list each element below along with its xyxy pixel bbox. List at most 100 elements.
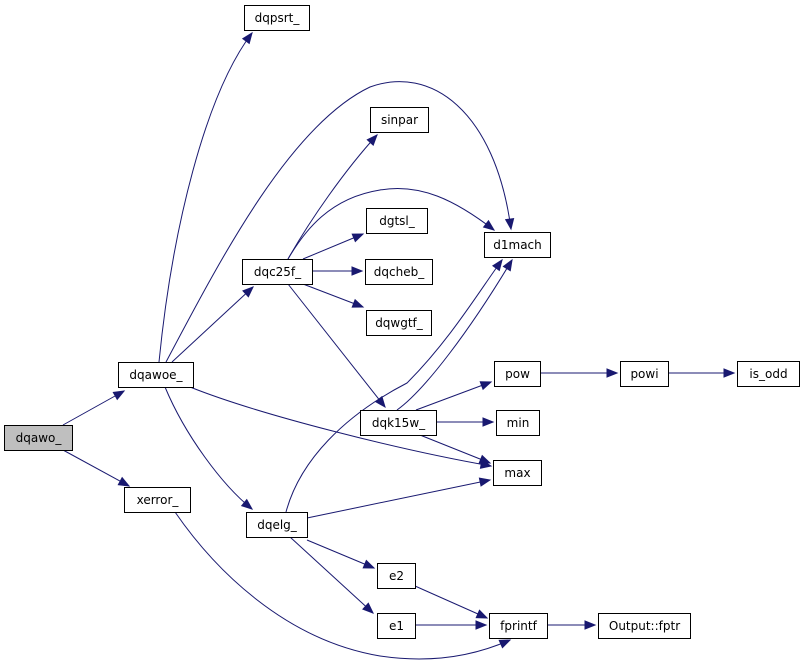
edge-dqk15w-to-d1mach [396, 258, 513, 411]
edge-dqc25f-to-d1mach [287, 187, 496, 260]
edge-dqk15w-to-pow [415, 381, 493, 411]
node-label: pow [505, 367, 530, 381]
edge-line [174, 511, 511, 660]
edge-line [419, 434, 491, 464]
node-label: dqwgtf_ [375, 316, 424, 330]
edge-dqawo-to-xerror [62, 449, 131, 487]
node-label: Output::fptr [609, 619, 680, 633]
arrowhead [482, 417, 495, 427]
node-box [489, 613, 548, 639]
node-label: powi [630, 367, 658, 381]
node-label: d1mach [493, 238, 542, 252]
edge-dqc25f-to-sinpar [287, 134, 378, 260]
node-min[interactable]: min [496, 410, 540, 436]
edge-line [165, 81, 512, 363]
node-box [244, 5, 310, 31]
edge-line [302, 233, 364, 260]
arrowhead [606, 368, 619, 378]
node-label: xerror_ [137, 493, 180, 507]
edge-powi-to-is_odd [668, 368, 736, 378]
edge-line [302, 283, 364, 308]
node-label: dqk15w_ [372, 416, 426, 430]
node-dgtsl[interactable]: dgtsl_ [366, 208, 428, 234]
edge-dqc25f-to-dgtsl [302, 233, 365, 260]
arrowhead [475, 609, 489, 619]
edge-dqc25f-to-dqcheb [312, 266, 364, 276]
node-box [4, 425, 73, 451]
edge-line [62, 449, 130, 487]
node-box [494, 361, 541, 387]
node-e2[interactable]: e2 [377, 563, 416, 589]
arrowhead [366, 134, 378, 146]
node-label: dgtsl_ [379, 214, 416, 228]
node-box [377, 563, 416, 589]
node-label: is_odd [749, 367, 787, 381]
node-box [365, 259, 433, 285]
edge-dqawoe-to-dqelg [164, 386, 254, 510]
arrowhead [351, 266, 364, 276]
node-fptr[interactable]: Output::fptr [598, 613, 691, 639]
arrowhead [117, 476, 131, 487]
edge-dqelg-to-max [306, 477, 492, 519]
node-label: max [504, 466, 530, 480]
node-label: e1 [389, 619, 404, 633]
node-box [370, 107, 429, 133]
edge-dqawoe-to-d1mach [165, 81, 515, 363]
node-powi[interactable]: powi [620, 361, 669, 387]
node-pow[interactable]: pow [494, 361, 541, 387]
arrowhead [502, 258, 513, 272]
node-box [366, 208, 428, 234]
edge-line [306, 479, 491, 519]
edge-dqc25f-to-dqwgtf [302, 283, 365, 308]
node-fprintf[interactable]: fprintf [489, 613, 548, 639]
edge-e2-to-fprintf [414, 585, 489, 619]
edge-line [62, 390, 125, 426]
edge-line [285, 259, 503, 513]
node-is_odd[interactable]: is_odd [737, 361, 800, 387]
edge-dqawo-to-dqawoe [62, 390, 126, 426]
arrowhead [242, 286, 254, 298]
edge-pow-to-powi [540, 368, 619, 378]
node-dqc25f[interactable]: dqc25f_ [242, 259, 313, 285]
node-max[interactable]: max [493, 460, 542, 486]
arrowhead [478, 477, 492, 487]
edge-dqelg-to-d1mach [285, 258, 503, 513]
node-sinpar[interactable]: sinpar [370, 107, 429, 133]
edge-line [414, 585, 488, 619]
node-box [598, 613, 691, 639]
edges-layer [62, 31, 736, 660]
node-label: min [507, 416, 530, 430]
nodes-layer: dqawo_ dqawoe_ xerror_ dqpsrt_sinpar dqc25f_… [4, 5, 800, 639]
node-box [484, 232, 551, 258]
arrowhead [112, 390, 126, 401]
node-dqawoe[interactable]: dqawoe_ [118, 362, 194, 388]
node-e1[interactable]: e1 [377, 613, 416, 639]
edge-line [289, 536, 374, 614]
node-label: dqc25f_ [254, 265, 302, 279]
node-box [620, 361, 669, 387]
node-dqawo[interactable]: dqawo_ [4, 425, 73, 451]
node-dqk15w[interactable]: dqk15w_ [360, 410, 437, 436]
edge-line [158, 32, 253, 363]
node-box [737, 361, 800, 387]
node-dqpsrt[interactable]: dqpsrt_ [244, 5, 310, 31]
edge-dqc25f-to-dqk15w [287, 283, 386, 409]
node-dqelg[interactable]: dqelg_ [246, 512, 308, 538]
node-label: sinpar [381, 113, 418, 127]
node-label: dqawo_ [16, 431, 63, 445]
node-dqcheb[interactable]: dqcheb_ [365, 259, 433, 285]
node-box [246, 512, 308, 538]
node-label: dqelg_ [257, 518, 298, 532]
node-label: dqawoe_ [129, 368, 183, 382]
node-box [493, 460, 542, 486]
arrowhead [362, 602, 374, 614]
node-box [366, 310, 432, 336]
edge-line [189, 386, 492, 467]
edge-line [396, 259, 513, 411]
node-xerror[interactable]: xerror_ [124, 487, 191, 513]
arrowhead [478, 454, 492, 464]
arrowhead [479, 381, 493, 391]
node-dqwgtf[interactable]: dqwgtf_ [366, 310, 432, 336]
node-d1mach[interactable]: d1mach [484, 232, 551, 258]
edge-xerror-to-fprintf [174, 511, 512, 660]
